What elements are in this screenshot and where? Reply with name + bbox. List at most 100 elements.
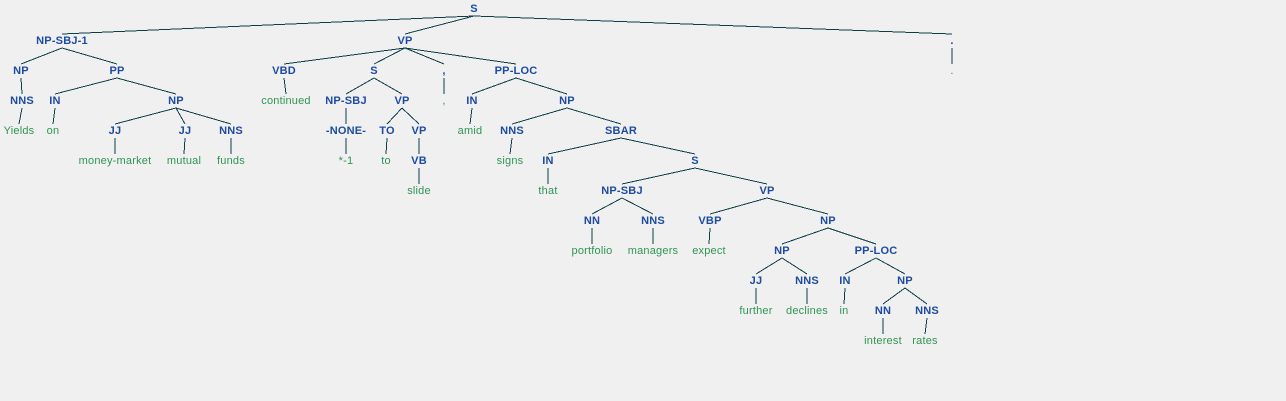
- tag-vb: VB: [411, 155, 427, 167]
- word-amid: amid: [457, 125, 483, 137]
- tree-edge-vp6-vbp7: [709, 197, 768, 215]
- tag-np-sbj: NP-SBJ: [601, 185, 643, 197]
- tree-edge-np9-nn10: [882, 287, 906, 305]
- word-slide: slide: [407, 185, 431, 197]
- tree-edge-in9-in10: [843, 287, 846, 305]
- tag-sbar: SBAR: [605, 125, 637, 137]
- tree-edge-pploc8-np9: [875, 257, 906, 275]
- tree-edge-npsbj6-nn7: [591, 197, 623, 215]
- word-money-market: money-market: [78, 155, 152, 167]
- tree-edge-np3c-nns4b: [511, 107, 568, 125]
- word-declines: declines: [786, 305, 828, 317]
- tree-edge-s5-npsbj6: [621, 167, 696, 185]
- tag-np: NP: [13, 65, 29, 77]
- tree-edge-np3b-jj4b: [175, 107, 186, 125]
- tree-edge-npsbj6-nns7: [621, 197, 654, 215]
- tree-edge-to4-to5w: [385, 137, 388, 155]
- tag-jj: JJ: [178, 125, 192, 137]
- tag-nns: NNS: [915, 305, 939, 317]
- tag-in: IN: [542, 155, 554, 167]
- tree-edge-np3b-nns4a: [175, 107, 232, 125]
- tree-edge-vp3-to4: [386, 107, 403, 125]
- tree-edge-vp1-pploc2: [404, 47, 517, 65]
- tag-nns: NNS: [795, 275, 819, 287]
- tag-vp: VP: [394, 95, 410, 107]
- word-yields: Yields: [3, 125, 35, 137]
- word-in: in: [839, 305, 849, 317]
- tag-comma: ,: [442, 65, 446, 77]
- word-managers: managers: [627, 245, 679, 257]
- tag-s: S: [691, 155, 699, 167]
- tree-edge-s2-npsbj3: [345, 77, 375, 95]
- tree-edge-nns10-rates11: [924, 317, 928, 335]
- tag-vbd: VBD: [272, 65, 296, 77]
- tree-edge-s0-npsbj1: [61, 15, 475, 35]
- tag-np: NP: [820, 215, 836, 227]
- tag-vbp: VBP: [698, 215, 722, 227]
- tag-s: S: [370, 65, 378, 77]
- tag-np: NP: [774, 245, 790, 257]
- word-on: on: [46, 125, 60, 137]
- tag-jj: JJ: [108, 125, 122, 137]
- word-expect: expect: [692, 245, 726, 257]
- tree-edge-nns4b-signs5: [509, 137, 513, 155]
- word-to: to: [381, 155, 391, 167]
- word-funds: funds: [217, 155, 245, 167]
- tree-edge-vbp7-expect8: [708, 227, 711, 245]
- tag-nns: NNS: [219, 125, 243, 137]
- tree-edge-vbd2-continued8: [283, 77, 287, 95]
- tag-nns: NNS: [641, 215, 665, 227]
- word-signs: signs: [496, 155, 524, 167]
- tag-none: -NONE-: [325, 125, 367, 137]
- tree-edge-np8-jj9: [755, 257, 783, 275]
- tree-edge-np8-nns9: [781, 257, 808, 275]
- tree-edge-pploc2-in3b: [471, 77, 517, 95]
- tree-edge-vp1-s2: [373, 47, 406, 65]
- tree-edge-jj4b-mutual5: [183, 137, 186, 155]
- tree-edge-sbar4-s5: [620, 137, 696, 155]
- tag-np: NP: [559, 95, 575, 107]
- tag-vp: VP: [411, 125, 427, 137]
- tag-nn: NN: [874, 305, 892, 317]
- tree-edge-np9-nns10: [904, 287, 928, 305]
- tag-in: IN: [839, 275, 851, 287]
- tree-edge-in3a-on4: [52, 107, 56, 125]
- word-period: .: [950, 65, 954, 77]
- tree-edge-nns3a-yields4: [18, 107, 23, 125]
- tag-np-sbj: NP-SBJ: [325, 95, 367, 107]
- tree-edge-pp2-np3b: [116, 77, 177, 95]
- tree-edge-npsbj1-pp2: [61, 47, 118, 65]
- word-that: that: [538, 185, 558, 197]
- tree-edge-np3b-jj4a: [114, 107, 177, 125]
- word-rates: rates: [912, 335, 938, 347]
- tag-in: IN: [466, 95, 478, 107]
- tree-edge-np3c-sbar4: [566, 107, 622, 125]
- tag-vp: VP: [759, 185, 775, 197]
- tag-np: NP: [897, 275, 913, 287]
- tree-edge-in3b-amid4: [469, 107, 473, 125]
- tag-nns: NNS: [500, 125, 524, 137]
- word-further: further: [739, 305, 773, 317]
- tree-edge-sbar4-in5: [547, 137, 622, 155]
- word-trace-1: *-1: [338, 155, 354, 167]
- word-interest: interest: [864, 335, 902, 347]
- tree-edge-vp6-np7: [766, 197, 829, 215]
- tag-in: IN: [49, 95, 61, 107]
- tag-np-sbj-1: NP-SBJ-1: [36, 35, 88, 47]
- tag-np: NP: [168, 95, 184, 107]
- tree-edge-npsbj1-np2: [20, 47, 63, 65]
- tree-edge-np7-pploc8: [827, 227, 877, 245]
- tree-edge-np7-np8: [781, 227, 829, 245]
- tree-edge-s2-vp3: [373, 77, 403, 95]
- tag-s: S: [470, 3, 478, 15]
- tag-pp: PP: [109, 65, 125, 77]
- tag-to: TO: [379, 125, 395, 137]
- word-portfolio: portfolio: [571, 245, 613, 257]
- tag-nns: NNS: [10, 95, 34, 107]
- tree-edge-s5-vp6: [694, 167, 768, 185]
- word-mutual: mutual: [166, 155, 202, 167]
- tag-pp-loc: PP-LOC: [854, 245, 898, 257]
- tree-edge-vp1-vbd2: [283, 47, 406, 65]
